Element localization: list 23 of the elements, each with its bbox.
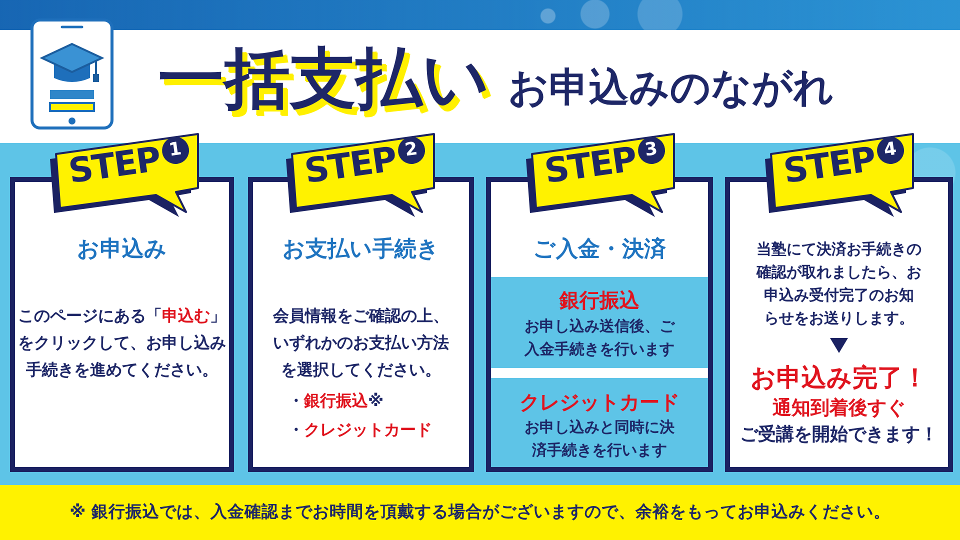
step-label: STEP	[66, 141, 162, 190]
step-label: STEP	[782, 141, 878, 190]
completion-note: 通知到着後すぐ	[772, 396, 906, 421]
step-label: STEP	[302, 141, 398, 190]
completion-headline: お申込み完了！	[750, 363, 928, 393]
step-instructions: このページにある「申込む」をクリックして、お申し込み手続きを進めてください。	[17, 305, 227, 381]
step-heading: お支払い手続き	[282, 236, 440, 264]
payment-option-panel	[491, 378, 708, 467]
option-title: 銀行振込	[560, 287, 640, 313]
completion-note: ご受講を開始できます！	[740, 423, 938, 447]
option-title: クレジットカード	[520, 389, 680, 415]
confirmation-text: 当塾にて決済お手続きの確認が取れましたら、お申込み受付完了のお知らせをお送りします。	[755, 239, 922, 329]
step-heading: ご入金・決済	[533, 236, 666, 264]
payment-method-item: ・クレジットカード	[288, 419, 432, 441]
page-title: 一括支払いお申込みのながれ	[158, 39, 834, 119]
step-heading: お申込み	[77, 236, 167, 264]
step-instructions: 会員情報をご確認の上、いずれかのお支払い方法を選択してください。	[272, 305, 450, 381]
payment-option-panel	[491, 277, 708, 368]
step-label: STEP	[542, 141, 638, 190]
option-description: お申し込みと同時に決済手続きを行います	[524, 417, 676, 461]
footnote-text: ※ 銀行振込では、入金確認までお時間を頂戴する場合がございますので、余裕をもってお申込みください。	[70, 501, 890, 523]
option-description: お申し込み送信後、ご入金手続きを行います	[523, 316, 676, 360]
payment-method-item: ・銀行振込※	[288, 390, 384, 412]
